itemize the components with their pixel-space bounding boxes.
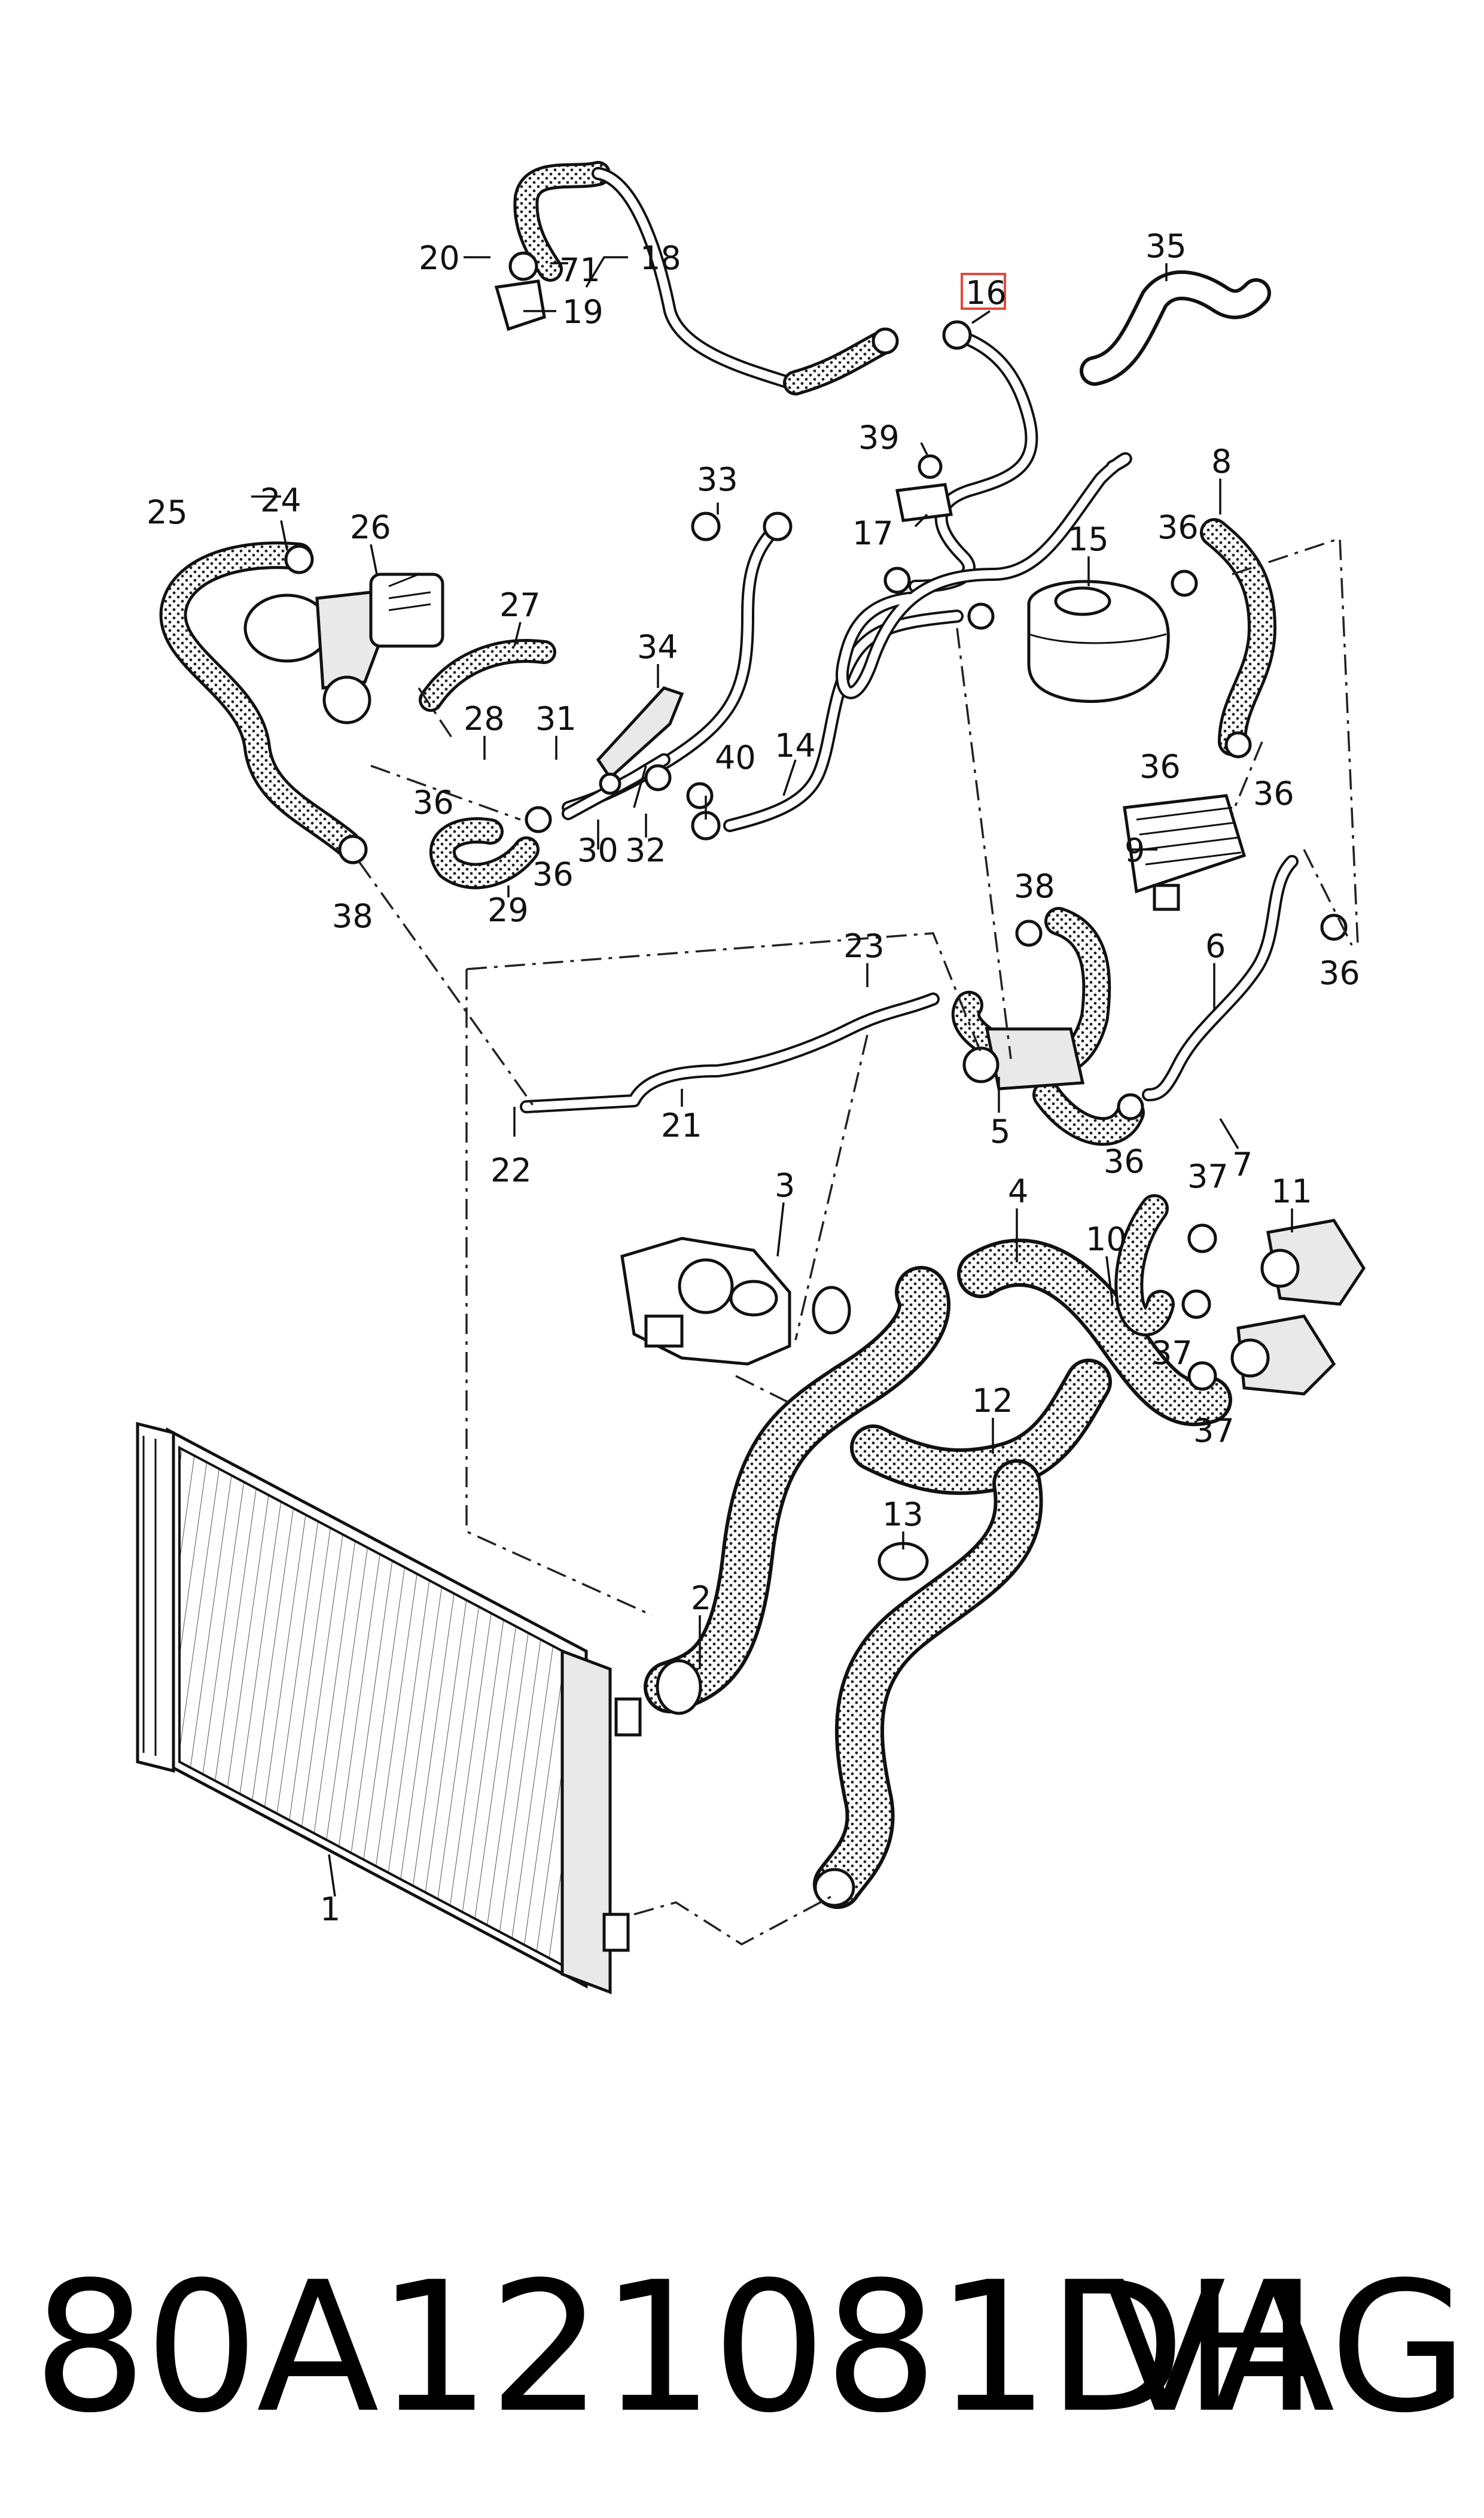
leader-lines (251, 256, 1293, 1897)
callout-34: 34 (637, 628, 678, 666)
callout-36: 36 (413, 784, 454, 821)
callout-28: 28 (464, 700, 505, 738)
reference-lines (358, 537, 1359, 1946)
callout-20: 20 (419, 239, 460, 277)
coolant-pump (620, 1237, 851, 1366)
callout-19: 19 (562, 293, 604, 331)
callout-14: 14 (775, 727, 816, 765)
aux-pumps (1230, 1219, 1366, 1396)
pipe-21 (520, 992, 940, 1113)
callout-36: 36 (1139, 748, 1181, 785)
callout-12: 12 (972, 1382, 1013, 1420)
callout-37: 37 (1187, 1158, 1229, 1195)
callout-37: 37 (1151, 1334, 1193, 1372)
callout-9: 9 (1125, 832, 1145, 869)
callout-26: 26 (350, 509, 391, 546)
hose-2 (644, 1266, 950, 1715)
callout-16-highlight: 16 (961, 273, 1007, 312)
pipe-16 (909, 328, 1038, 593)
part-number: 80A121081DH (33, 2243, 1318, 2452)
oil-cooler (1123, 794, 1247, 911)
callout-22: 22 (490, 1152, 532, 1189)
callout-38: 38 (1014, 867, 1055, 905)
fitting-19 (494, 251, 546, 331)
pipe-6 (1142, 855, 1299, 1101)
callout-27: 27 (499, 586, 541, 624)
callout-40: 40 (715, 739, 756, 777)
callout-17: 17 (852, 514, 894, 552)
callout-16: 16 (965, 274, 1007, 312)
hose-4 (957, 1238, 1232, 1426)
callout-24: 24 (260, 482, 301, 519)
hose-24 (159, 541, 361, 857)
hose-8 (1200, 518, 1276, 756)
hose-5 (951, 907, 1145, 1146)
clamps (284, 320, 1348, 1391)
callout-labels: 1 2 3 4 5 6 7 8 9 10 11 12 13 14 15 16 1… (147, 227, 1360, 1928)
caption-bar: 80A121081DH VAG (0, 2249, 1484, 2447)
callout-37: 37 (1193, 1412, 1235, 1450)
callout-13: 13 (882, 1496, 924, 1533)
callout-15: 15 (1068, 520, 1109, 558)
callout-11: 11 (1271, 1173, 1312, 1210)
callout-71: 71 (559, 251, 601, 289)
turbocharger (243, 573, 444, 724)
callout-36: 36 (532, 855, 574, 893)
callout-31: 31 (535, 700, 577, 738)
callout-32: 32 (625, 832, 666, 869)
callout-29: 29 (487, 891, 529, 929)
hose-27 (419, 639, 556, 712)
callout-21: 21 (661, 1107, 702, 1144)
callout-36: 36 (1253, 775, 1294, 812)
hose-10 (1114, 1194, 1175, 1336)
callout-3: 3 (775, 1167, 795, 1204)
callout-33: 33 (697, 461, 738, 498)
callout-18: 18 (640, 239, 681, 277)
coolant-system-exploded-diagram: 1 2 3 4 5 6 7 8 9 10 11 12 13 14 15 16 1… (136, 161, 1366, 1995)
callout-6: 6 (1205, 927, 1226, 965)
callout-1: 1 (320, 1890, 340, 1928)
callout-10: 10 (1086, 1220, 1127, 1258)
callout-36: 36 (1157, 509, 1199, 546)
callout-25: 25 (147, 494, 188, 531)
callout-23: 23 (843, 927, 885, 965)
hose-29 (429, 817, 540, 890)
pipe-upper-right (836, 452, 1132, 699)
callout-36: 36 (1319, 954, 1360, 992)
brand-name: VAG (1103, 2243, 1468, 2452)
callout-5: 5 (990, 1113, 1010, 1150)
callout-7: 7 (1232, 1146, 1253, 1183)
callout-39: 39 (858, 419, 900, 456)
callout-36: 36 (1104, 1143, 1145, 1180)
callout-35: 35 (1145, 227, 1187, 265)
bracket-17 (895, 454, 953, 522)
callout-30: 30 (577, 832, 618, 869)
lower-hose (813, 1459, 1043, 1909)
callout-2: 2 (691, 1579, 711, 1617)
callout-8: 8 (1211, 443, 1232, 480)
callout-4: 4 (1008, 1173, 1028, 1210)
pipe-35 (1080, 270, 1271, 386)
radiator (136, 1421, 642, 1995)
expansion-tank (1027, 580, 1170, 703)
hose-18 (513, 161, 898, 395)
callout-38: 38 (332, 897, 373, 935)
